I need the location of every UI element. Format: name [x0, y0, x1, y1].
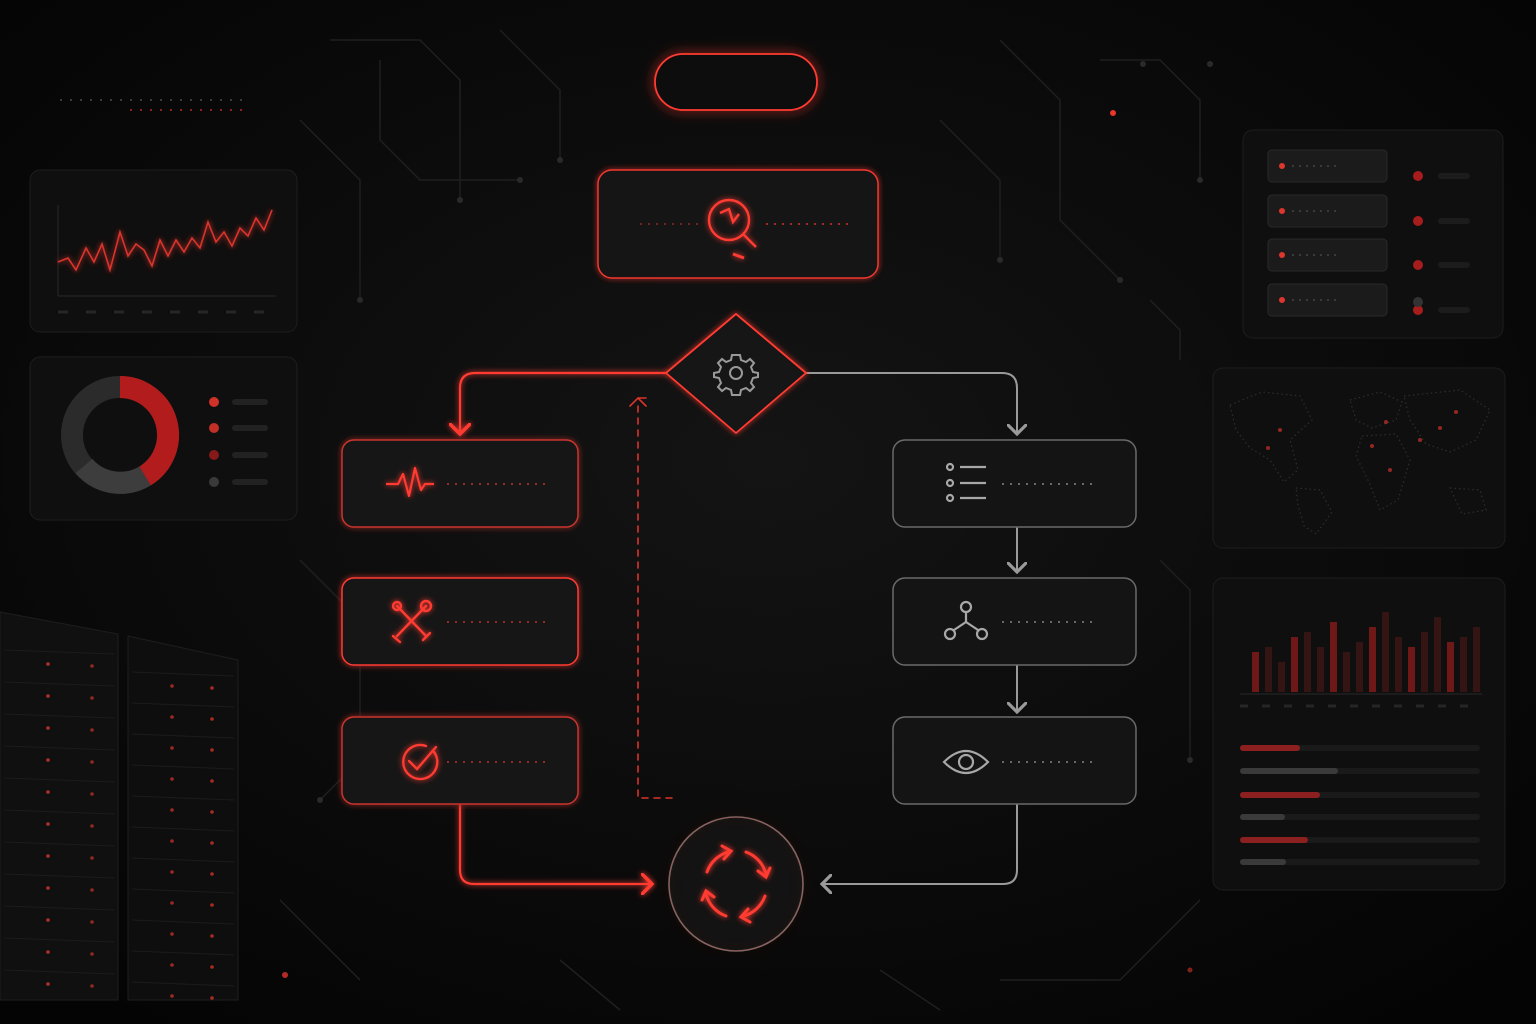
edge-verify-cycle	[458, 802, 652, 884]
server-list-icon	[1267, 149, 1470, 317]
tools-icon	[391, 599, 433, 644]
node-network	[892, 577, 1137, 666]
node-monitor	[341, 439, 579, 528]
node-decision	[665, 313, 807, 434]
circuit-traces	[279, 29, 1201, 1011]
bar-chart-panel	[1212, 577, 1506, 891]
eye-icon	[942, 749, 990, 775]
refresh-cycle-icon	[700, 844, 772, 924]
server-rack-icon	[0, 611, 239, 1001]
node-analyze	[597, 169, 879, 279]
server-list-panel	[1242, 129, 1504, 339]
status-strip	[60, 99, 245, 111]
gear-icon	[713, 354, 759, 396]
donut-chart-icon	[61, 376, 180, 494]
world-map-icon	[1229, 389, 1491, 535]
node-observe	[892, 716, 1137, 805]
node-start	[654, 53, 818, 111]
node-cycle	[668, 816, 804, 952]
edges	[458, 108, 1018, 884]
search-analytics-icon	[707, 198, 757, 260]
edge-observe-cycle	[822, 803, 1018, 884]
line-chart-icon	[57, 209, 273, 273]
heartbeat-icon	[386, 466, 434, 498]
edge-decision-monitor	[460, 371, 670, 434]
node-verify	[341, 716, 579, 805]
list-icon	[945, 462, 986, 503]
edge-cycle-decision	[637, 399, 673, 799]
circuit-nodes	[317, 61, 1213, 803]
node-list	[892, 439, 1137, 528]
node-fix	[341, 577, 579, 666]
edge-decision-list	[805, 372, 1017, 434]
server-rack	[0, 611, 239, 1001]
line-chart-panel	[29, 169, 298, 333]
network-icon	[943, 600, 989, 641]
bar-chart-icon	[1252, 612, 1480, 692]
donut-chart-panel	[29, 356, 298, 521]
check-circle-icon	[402, 743, 439, 781]
circuit-red-dots	[282, 110, 1193, 978]
world-map-panel	[1212, 367, 1506, 549]
